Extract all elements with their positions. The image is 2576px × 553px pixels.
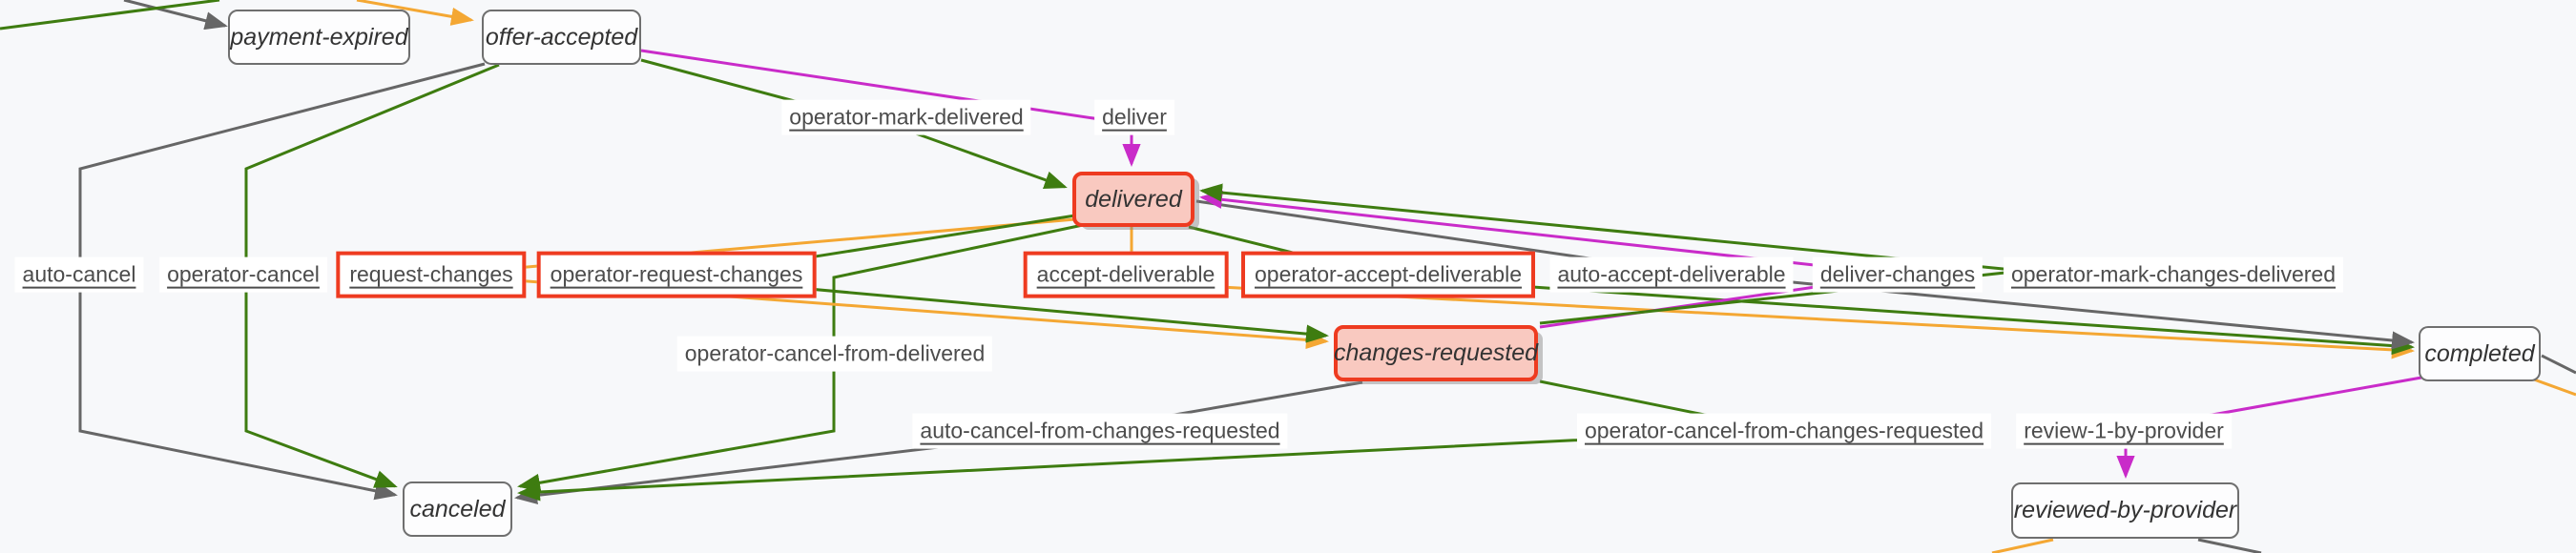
edge-label-auto-cancel[interactable]: auto-cancel xyxy=(14,256,144,293)
edge-label-operator-mark-changes-delivered[interactable]: operator-mark-changes-delivered xyxy=(2003,256,2344,293)
edge-label-accept-deliverable[interactable]: accept-deliverable xyxy=(1023,251,1229,298)
edge-label-deliver-changes[interactable]: deliver-changes xyxy=(1812,256,1984,293)
node-canceled[interactable]: canceled xyxy=(403,481,512,537)
edge-label-request-changes[interactable]: request-changes xyxy=(336,251,527,298)
edge-label-operator-cancel[interactable]: operator-cancel xyxy=(159,256,327,293)
edge-reviewed-out-right xyxy=(2197,538,2262,553)
node-completed[interactable]: completed xyxy=(2419,326,2541,381)
edge-completed-out-right-orange xyxy=(2533,378,2576,397)
node-payment-expired[interactable]: payment-expired xyxy=(228,10,410,65)
node-offer-accepted[interactable]: offer-accepted xyxy=(482,10,641,65)
edge-label-operator-request-changes[interactable]: operator-request-changes xyxy=(536,251,817,298)
edge-label-operator-accept-deliverable[interactable]: operator-accept-deliverable xyxy=(1241,251,1535,298)
edge-label-operator-cancel-from-delivered[interactable]: operator-cancel-from-delivered xyxy=(676,336,993,372)
node-reviewed-by-provider[interactable]: reviewed-by-provider xyxy=(2011,482,2239,539)
edge-label-operator-mark-delivered[interactable]: operator-mark-delivered xyxy=(781,99,1031,135)
edge-label-operator-cancel-from-changes-requested[interactable]: operator-cancel-from-changes-requested xyxy=(1576,413,1992,449)
edge-operator-cancel xyxy=(244,63,500,488)
edge-auto-cancel xyxy=(78,62,486,501)
edge-exit-top-left xyxy=(0,0,220,31)
edge-reviewed-out-left xyxy=(1991,538,2054,553)
node-changes-requested[interactable]: changes-requested xyxy=(1334,325,1538,381)
edge-completed-out-right-gray xyxy=(2541,354,2576,375)
edge-into-payment-expired xyxy=(123,0,228,31)
edge-label-auto-cancel-from-changes-requested[interactable]: auto-cancel-from-changes-requested xyxy=(912,413,1288,449)
edge-label-review-1-by-provider[interactable]: review-1-by-provider xyxy=(2016,413,2232,449)
edge-label-auto-accept-deliverable[interactable]: auto-accept-deliverable xyxy=(1549,256,1794,293)
node-delivered[interactable]: delivered xyxy=(1072,172,1195,227)
edge-label-deliver[interactable]: deliver xyxy=(1094,99,1174,135)
edge-into-offer-accepted xyxy=(356,0,474,26)
